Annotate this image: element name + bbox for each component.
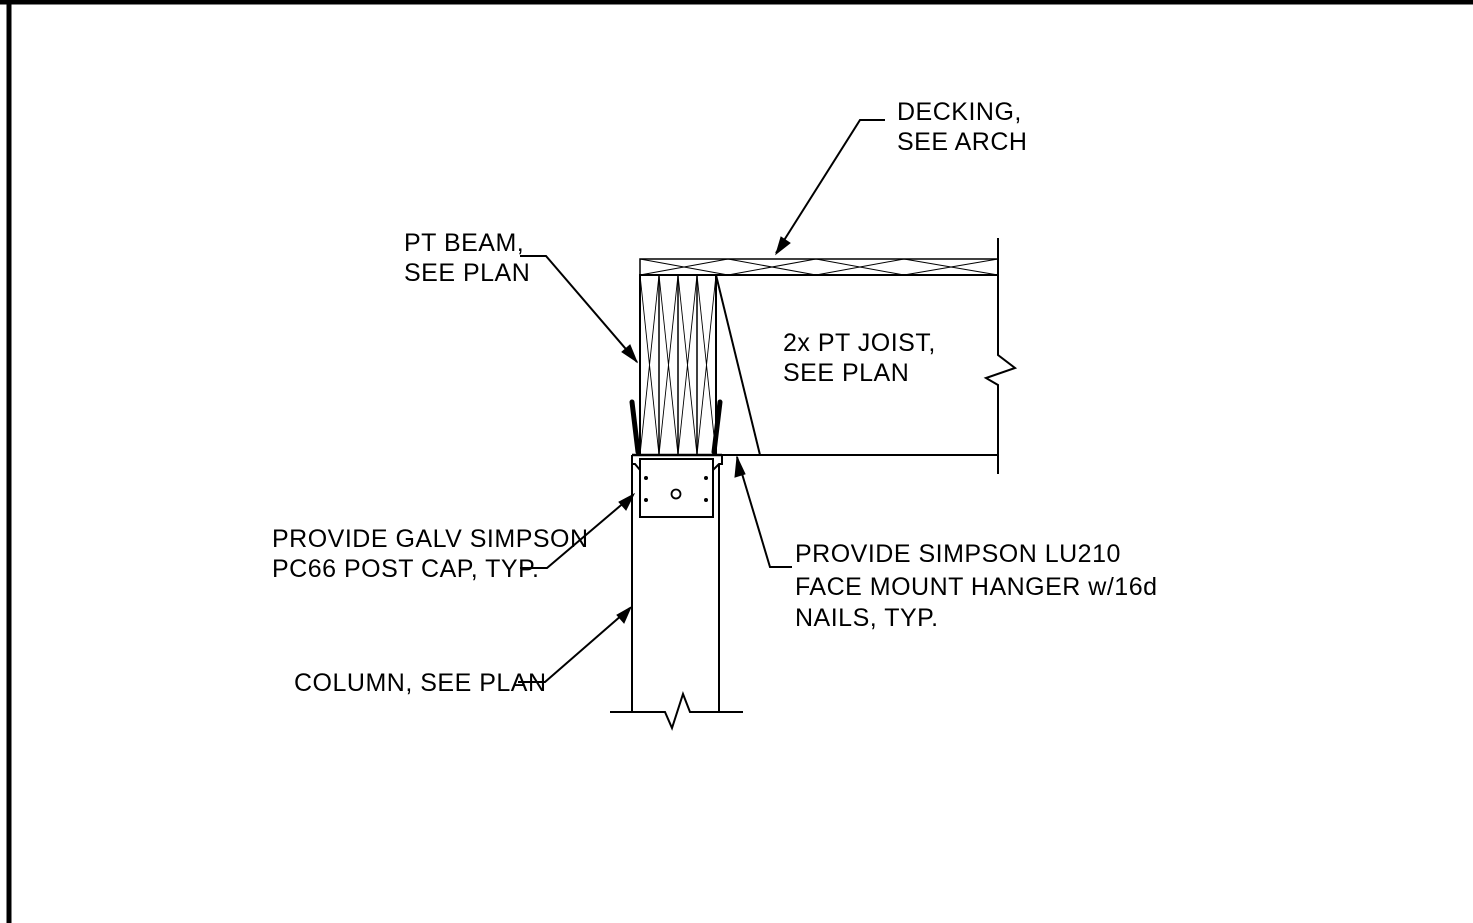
post-cap — [631, 453, 723, 518]
joist-label-line2: SEE PLAN — [783, 359, 909, 387]
pt-beam-label-line2: SEE PLAN — [404, 259, 530, 287]
face-mount-hanger — [629, 399, 723, 455]
pt-joist — [715, 238, 1018, 474]
hanger-label-line3: NAILS, TYP. — [795, 604, 939, 632]
column-arrowhead — [616, 605, 633, 624]
post-cap-leader — [520, 494, 634, 569]
post-cap-arrowhead — [618, 492, 636, 511]
post-cap-label-line2: PC66 POST CAP, TYP. — [272, 555, 540, 583]
decking-arrowhead — [775, 236, 791, 256]
annotation-text: DECKING, SEE ARCH PT BEAM, SEE PLAN 2x P… — [272, 98, 1158, 697]
hanger-label-line2: FACE MOUNT HANGER w/16d — [795, 573, 1158, 601]
decking-label-line2: SEE ARCH — [897, 128, 1027, 156]
column — [610, 464, 743, 731]
decking-leader — [775, 119, 885, 254]
pt-beam-leader — [520, 255, 638, 363]
arrowheads — [616, 236, 791, 624]
decking — [639, 258, 999, 276]
hanger-label-line1: PROVIDE SIMPSON LU210 — [795, 540, 1121, 568]
leader-lines — [518, 119, 885, 683]
joist-label-line1: 2x PT JOIST, — [783, 329, 936, 357]
decking-label-line1: DECKING, — [897, 98, 1022, 126]
pt-beam — [639, 274, 717, 456]
column-leader — [518, 607, 631, 683]
hanger-leader — [736, 456, 792, 568]
pt-beam-label-line1: PT BEAM, — [404, 229, 524, 257]
post-cap-label-line1: PROVIDE GALV SIMPSON — [272, 525, 589, 553]
column-label: COLUMN, SEE PLAN — [294, 669, 547, 697]
pt-beam-arrowhead — [621, 344, 639, 364]
hanger-arrowhead — [734, 455, 746, 478]
